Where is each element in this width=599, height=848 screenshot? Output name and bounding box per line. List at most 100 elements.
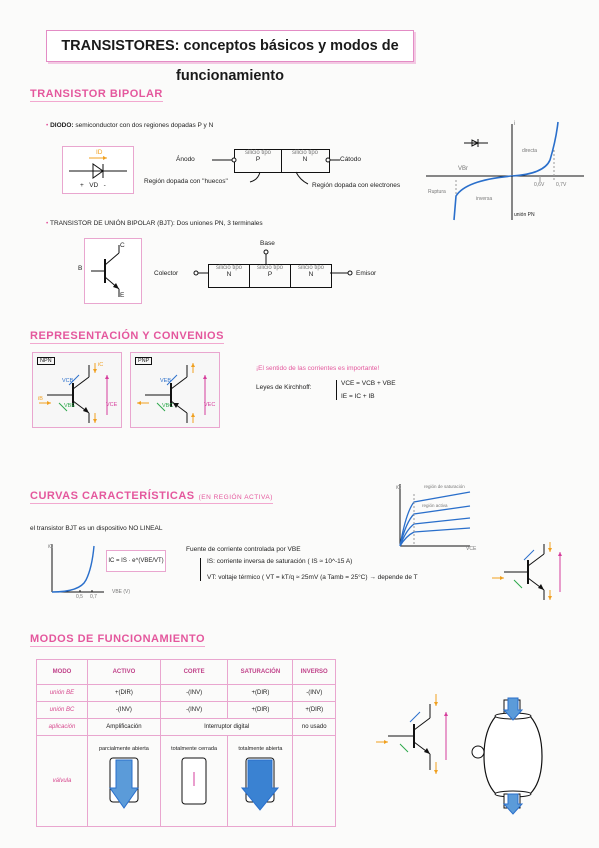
input-ic-label: iC [48,544,53,550]
cell: +(DIR) [292,701,336,719]
iv-inversa: inversa [476,196,493,202]
bjt-colector-label: Colector [154,270,179,277]
output-curves-chart [399,484,471,547]
p-mid-silicio: silicio tipo [256,265,283,271]
diode-id-label: ID [96,149,103,156]
catodo-label: Cátodo [340,156,361,163]
bjt-base-label: Base [260,240,275,247]
pnp-currents-diagram [137,363,207,423]
npn-reference-diagram [492,542,562,600]
iv-pn: unión PN [514,212,535,218]
diode-desc: • DIODO: semiconductor con dos regiones … [46,122,214,129]
pnp-tag: PNP [135,357,153,365]
cell: -(INV) [159,684,229,702]
p-region: P [255,156,261,163]
iv-i-label: i [514,121,516,127]
bjt-e: E [120,292,125,299]
npn-ib: iB [38,396,43,402]
row-aplicacion: aplicación [36,718,88,736]
anodo-label: Ánodo [176,156,195,163]
cell: +(DIR) [227,684,294,702]
valve-active-icon [108,757,139,809]
curve-ic-label: iC [396,485,401,491]
nonlinear-note: el transistor BJT es un dispositivo NO L… [30,525,163,532]
region-sat-label: región de saturación [424,484,465,489]
p-mid-region: P [267,271,273,278]
region-act-label: región activa [422,503,448,508]
ic-formula-box: IC = IS · e^(VBE/VT) [106,550,166,572]
valve-sat-icon [241,757,280,811]
source-note: Fuente de corriente controlada por VBE [186,546,301,553]
cell: Amplificación [87,718,161,736]
cell: +(DIR) [87,684,161,702]
npn-block: silicio tipo N silicio tipo P silicio ti… [208,264,332,288]
table-row: unión BC -(INV) -(INV) +(DIR) +(DIR) [36,701,336,719]
th-corte: CORTE [159,659,229,685]
n-region: N [302,156,308,163]
diode-symbol-box [62,146,134,194]
page-title: TRANSISTORES: conceptos básicos y modos … [46,30,414,84]
bjt-symbol-box [84,238,142,304]
th-inverso: INVERSO [292,659,336,685]
ic-formula: IC = IS · e^(VBE/VT) [108,558,164,564]
section-rep: REPRESENTACIÓN Y CONVENIOS [30,330,224,344]
valve-cut-icon [181,757,207,805]
pnp-vec: VEC [204,402,216,408]
n1-region: N [226,271,232,278]
iv-v06: 0,6V [534,182,545,188]
cell: no usado [292,718,336,736]
pnp-veb: VEB [160,378,172,384]
cell: Interruptor digital [159,718,294,736]
rep-law: Leyes de Kirchhoff: [256,384,312,391]
bjt-emisor-label: Emisor [356,270,377,277]
bjt-desc: • TRANSISTOR DE UNIÓN BIPOLAR (BJT): Dos… [46,220,263,227]
iv-directa: directa [522,148,538,154]
desc-active: parcialmente abierta [98,746,149,752]
curve-vce-label: VCE [466,546,477,552]
valve-empty-cell [292,735,336,827]
cell: +(DIR) [227,701,294,719]
section-curves: CURVAS CARACTERÍSTICAS(EN REGIÓN ACTIVA) [30,490,273,504]
section-modes: MODOS DE FUNCIONAMIENTO [30,633,206,647]
electron-note: Región dopada con electrones [312,182,401,189]
pn-leads [212,157,340,185]
n1-silicio: silicio tipo [215,265,242,271]
rep-eq2: IE = IC + IB [341,393,375,400]
th-modo: MODO [36,659,88,685]
row-be: unión BE [36,684,88,702]
diode-symbol-icon [69,156,127,179]
diode-iv-curve [426,121,584,221]
table-row: aplicación Amplificación Interruptor dig… [36,718,336,736]
pnp-box: PNP [130,352,220,428]
npn-block-leads [193,249,353,276]
hueco-note: Región dopada con "huecos" [144,178,228,185]
npn-vbe: VBE [64,403,76,409]
npn-vcb: VCB [62,378,74,384]
npn-mode-diagram [376,694,448,774]
rep-equations: VCE = VCB + VBE IE = IC + IB [336,380,396,400]
n2-region: N [308,271,314,278]
bjt-b: B [78,265,83,272]
valve-cut-cell: totalmente cerrada [159,735,229,827]
th-activo: ACTIVO [87,659,161,685]
npn-symbol-icon [91,245,120,297]
cell: -(INV) [87,701,161,719]
iv-ruptura: Ruptura [428,189,446,195]
table-row: válvula parcialmente abierta totalmente … [36,735,336,827]
rep-eq1: VCE = VCB + VBE [341,380,396,387]
row-valvula: válvula [36,735,88,827]
pnp-vbc: VBC [162,403,174,409]
input-v07: 0,7 [90,594,97,600]
npn-tag: NPN [37,357,55,365]
row-bc: unión BC [36,701,88,719]
npn-ic: iC [98,362,104,368]
vt-def: VT: voltaje térmico ( VT = kT/q ≈ 25mV (… [207,574,418,581]
diode-vd-label: + VD - [80,182,106,189]
cell: -(INV) [159,701,229,719]
table-row: unión BE +(DIR) -(INV) +(DIR) -(INV) [36,684,336,702]
cell: -(INV) [292,684,336,702]
npn-box: NPN [32,352,122,428]
input-vbe-axis: VBE (V) [112,589,131,595]
valve-illustration-icon [471,697,543,815]
valve-active-cell: parcialmente abierta [87,735,161,827]
